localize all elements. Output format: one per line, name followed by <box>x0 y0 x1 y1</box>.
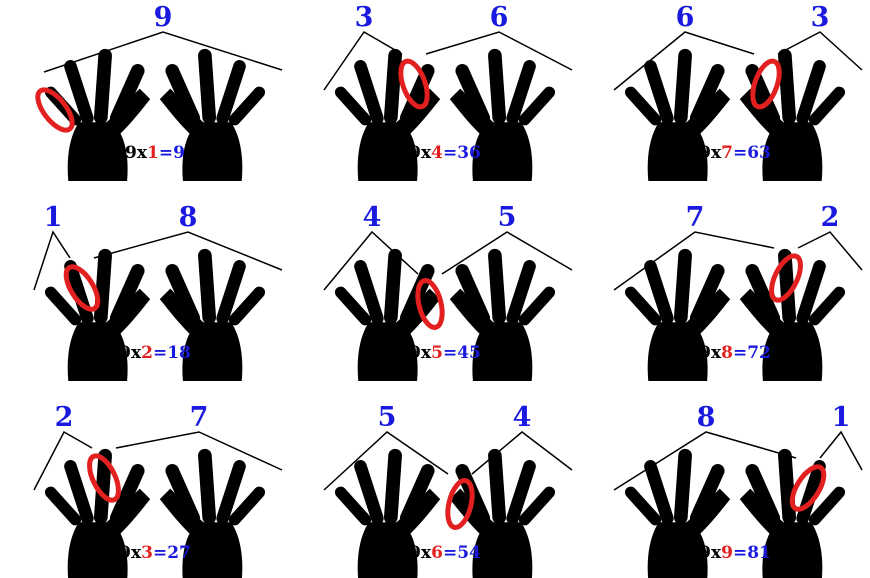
hands-panel-7: 6 3 9x7=63 <box>613 2 863 181</box>
folded-finger-ring <box>789 464 827 512</box>
units-digit-label: 7 <box>190 402 209 433</box>
left-fingers-bracket <box>33 230 71 291</box>
right-fingers-bracket <box>819 430 863 471</box>
right-fingers-bracket <box>777 31 863 71</box>
tens-digit-label: 2 <box>55 402 74 433</box>
tens-digit-label: 1 <box>44 202 63 233</box>
units-digit-label: 4 <box>513 402 532 433</box>
equation-label: 9x8=72 <box>699 343 771 363</box>
left-fingers-bracket <box>33 430 93 491</box>
equation-label: 9x9=81 <box>699 543 771 563</box>
equation-label: 9x2=18 <box>119 343 191 363</box>
equation-label: 9x1=9 <box>125 143 185 163</box>
hands-panel-4: 3 6 9x4=36 <box>323 2 573 181</box>
folded-finger-ring <box>415 278 445 330</box>
units-digit-label: 2 <box>821 202 840 233</box>
tens-digit-label: 4 <box>363 202 382 233</box>
hands-panel-3: 2 7 9x3=27 <box>33 402 283 578</box>
hands-panel-2: 1 8 9x2=18 <box>33 202 283 381</box>
units-digit-label: 1 <box>832 402 851 433</box>
equation-label: 9x6=54 <box>409 543 481 563</box>
hands-panel-9: 8 1 9x9=81 <box>613 402 863 578</box>
units-digit-label: 3 <box>811 2 830 33</box>
units-digit-label: 8 <box>179 202 198 233</box>
right-fingers-bracket <box>797 231 863 271</box>
folded-finger-ring <box>87 453 121 503</box>
equation-label: 9x4=36 <box>409 143 481 163</box>
left-fingers-bracket <box>613 431 797 491</box>
hands-panel-1: 9 9x1=9 <box>35 2 283 181</box>
right-fingers-bracket <box>471 431 573 475</box>
folded-finger-ring <box>750 58 782 110</box>
tens-digit-label: 6 <box>676 2 695 33</box>
units-digit-label: 9 <box>154 2 173 33</box>
equation-label: 9x3=27 <box>119 543 191 563</box>
folded-finger-ring <box>35 87 75 133</box>
tens-digit-label: 8 <box>697 402 716 433</box>
equation-label: 9x7=63 <box>699 143 771 163</box>
hands-panel-5: 4 5 9x5=45 <box>323 202 573 381</box>
tens-digit-label: 7 <box>686 202 705 233</box>
left-fingers-bracket <box>323 31 403 91</box>
left-fingers-bracket <box>323 431 449 491</box>
left-fingers-bracket <box>613 31 755 91</box>
folded-finger-ring <box>445 478 475 530</box>
right-fingers-bracket <box>441 231 573 275</box>
equation-label: 9x5=45 <box>409 343 481 363</box>
left-fingers-bracket <box>613 231 775 291</box>
units-digit-label: 5 <box>498 202 517 233</box>
hands-panel-8: 7 2 9x8=72 <box>613 202 863 381</box>
right-fingers-bracket <box>425 31 573 71</box>
hands-panel-6: 5 4 9x6=54 <box>323 402 573 578</box>
folded-finger-ring <box>398 58 430 110</box>
folded-finger-ring <box>63 264 101 312</box>
right-fingers-bracket <box>115 431 283 471</box>
units-digit-label: 6 <box>490 2 509 33</box>
folded-finger-ring <box>769 253 803 303</box>
right-fingers-bracket <box>43 31 283 73</box>
right-fingers-bracket <box>93 231 283 271</box>
tens-digit-label: 3 <box>355 2 374 33</box>
left-fingers-bracket <box>323 230 419 291</box>
tens-digit-label: 5 <box>378 402 397 433</box>
